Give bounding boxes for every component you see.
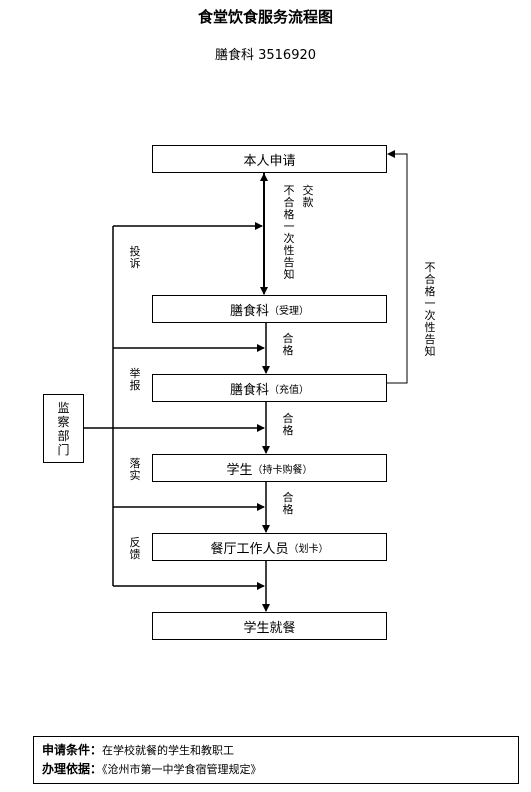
node-recharge-sub: （充值） [269,384,309,396]
node-recharge-main: 膳食科 [229,382,269,398]
label-qualified-2: 合格 [282,412,294,437]
page-title: 食堂饮食服务流程图 [197,8,333,26]
node-student-main: 学生 [226,462,253,478]
node-student-sub: （持卡购餐） [252,464,313,476]
node-staff-sub: （划卡） [288,543,329,555]
arrow-recharge-apply-loop [386,150,408,384]
label-implement: 落实 [129,457,141,482]
footer-condition-label: 申请条件： [42,743,103,757]
node-accept-sub: （受理） [269,305,309,317]
label-fail-once-right: 不合格一次性告知 [424,261,436,358]
node-apply: 本人申请 [152,145,387,173]
node-student: 学生（持卡购餐） [152,454,387,482]
footer-basis-value: 《沧州市第一中学食宿管理规定》 [102,763,262,776]
footer-basis-row: 办理依据：《沧州市第一中学食宿管理规定》 [42,760,510,779]
node-accept: 膳食科（受理） [152,295,387,323]
footer-info-box: 申请条件：在学校就餐的学生和教职工 办理依据：《沧州市第一中学食宿管理规定》 [33,736,519,784]
footer-condition-value: 在学校就餐的学生和教职工 [102,744,235,757]
node-staff-main: 餐厅工作人员 [210,541,289,557]
node-staff: 餐厅工作人员（划卡） [152,533,387,561]
label-report: 举报 [129,367,141,392]
node-supervise-label: 监察部门 [57,400,70,457]
node-apply-label: 本人申请 [243,153,296,169]
label-feedback: 反馈 [129,536,141,561]
label-qualified-1: 合格 [282,332,294,357]
label-submit: 交款 [302,184,314,209]
node-supervise: 监察部门 [43,394,84,463]
footer-basis-label: 办理依据： [42,762,103,776]
page-subtitle: 膳食科 3516920 [214,48,317,63]
label-complain: 投诉 [129,245,141,270]
footer-condition-row: 申请条件：在学校就餐的学生和教职工 [42,741,510,760]
node-dine: 学生就餐 [152,612,387,640]
label-fail-once: 不合格一次性告知 [283,184,295,281]
node-dine-label: 学生就餐 [243,620,296,636]
label-qualified-3: 合格 [282,491,294,516]
node-recharge: 膳食科（充值） [152,374,387,402]
node-accept-main: 膳食科 [229,303,269,319]
